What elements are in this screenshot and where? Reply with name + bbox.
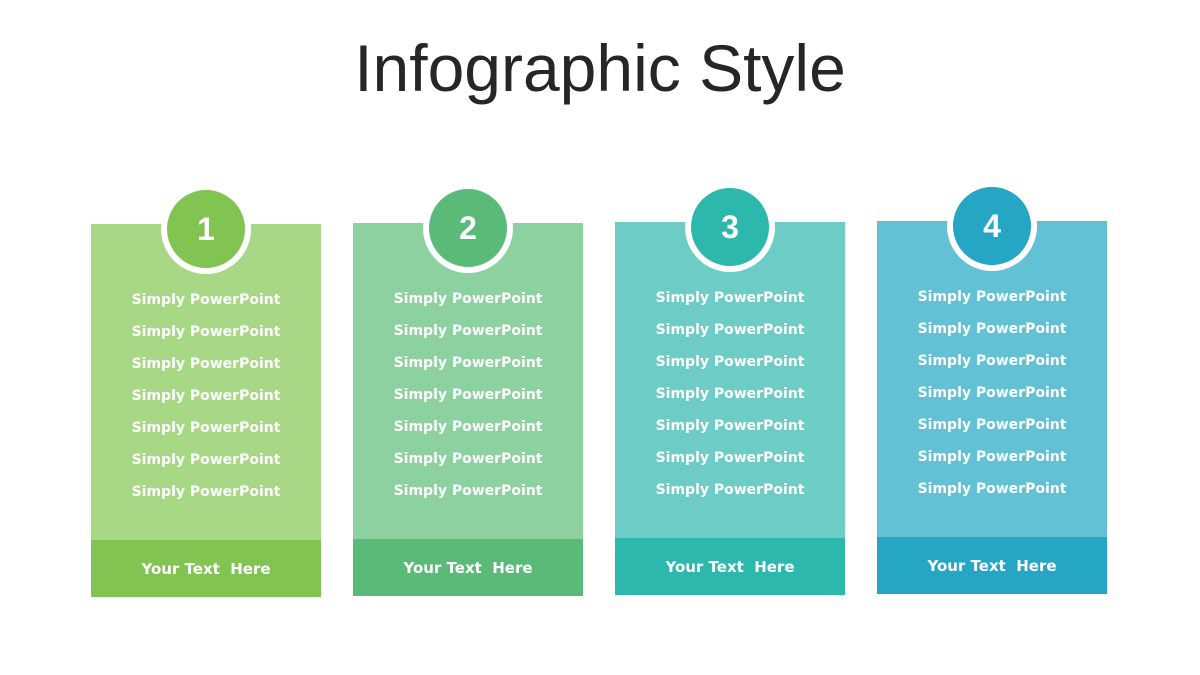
card-text-line: Simply PowerPoint <box>917 481 1067 497</box>
slide-title: Infographic Style <box>354 31 846 105</box>
card-footer: Your Text Here <box>91 540 321 597</box>
card-text-line: Simply PowerPoint <box>393 419 543 435</box>
card-text-line: Simply PowerPoint <box>655 482 805 498</box>
card-footer: Your Text Here <box>353 539 583 596</box>
card-text-list: Simply PowerPoint Simply PowerPoint Simp… <box>353 289 583 513</box>
card-text-list: Simply PowerPoint Simply PowerPoint Simp… <box>615 288 845 512</box>
card-text-line: Simply PowerPoint <box>131 452 281 468</box>
card-text-line: Simply PowerPoint <box>917 289 1067 305</box>
card-body: Simply PowerPoint Simply PowerPoint Simp… <box>877 221 1107 537</box>
card-text-line: Simply PowerPoint <box>131 388 281 404</box>
card-text-line: Simply PowerPoint <box>393 355 543 371</box>
card-footer: Your Text Here <box>877 537 1107 594</box>
card-text-line: Simply PowerPoint <box>131 324 281 340</box>
card-body: Simply PowerPoint Simply PowerPoint Simp… <box>91 224 321 540</box>
card-body: Simply PowerPoint Simply PowerPoint Simp… <box>615 222 845 538</box>
card-text-line: Simply PowerPoint <box>917 417 1067 433</box>
card-text-list: Simply PowerPoint Simply PowerPoint Simp… <box>877 287 1107 511</box>
card-number-badge: 2 <box>423 183 513 273</box>
card-text-line: Simply PowerPoint <box>917 449 1067 465</box>
card-text-line: Simply PowerPoint <box>393 451 543 467</box>
card-text-list: Simply PowerPoint Simply PowerPoint Simp… <box>91 290 321 514</box>
card-footer: Your Text Here <box>615 538 845 595</box>
card-text-line: Simply PowerPoint <box>393 387 543 403</box>
card-number-badge: 4 <box>947 181 1037 271</box>
card-text-line: Simply PowerPoint <box>917 353 1067 369</box>
card-text-line: Simply PowerPoint <box>655 450 805 466</box>
card-text-line: Simply PowerPoint <box>393 323 543 339</box>
card-text-line: Simply PowerPoint <box>131 420 281 436</box>
card-number-badge: 3 <box>685 182 775 272</box>
card-text-line: Simply PowerPoint <box>393 291 543 307</box>
card-text-line: Simply PowerPoint <box>917 321 1067 337</box>
card-text-line: Simply PowerPoint <box>393 483 543 499</box>
card-text-line: Simply PowerPoint <box>917 385 1067 401</box>
card-text-line: Simply PowerPoint <box>655 386 805 402</box>
card-text-line: Simply PowerPoint <box>131 484 281 500</box>
card-text-line: Simply PowerPoint <box>131 292 281 308</box>
card-text-line: Simply PowerPoint <box>655 418 805 434</box>
card-text-line: Simply PowerPoint <box>131 356 281 372</box>
card-body: Simply PowerPoint Simply PowerPoint Simp… <box>353 223 583 539</box>
card-text-line: Simply PowerPoint <box>655 290 805 306</box>
card-text-line: Simply PowerPoint <box>655 354 805 370</box>
card-number-badge: 1 <box>161 184 251 274</box>
card-text-line: Simply PowerPoint <box>655 322 805 338</box>
